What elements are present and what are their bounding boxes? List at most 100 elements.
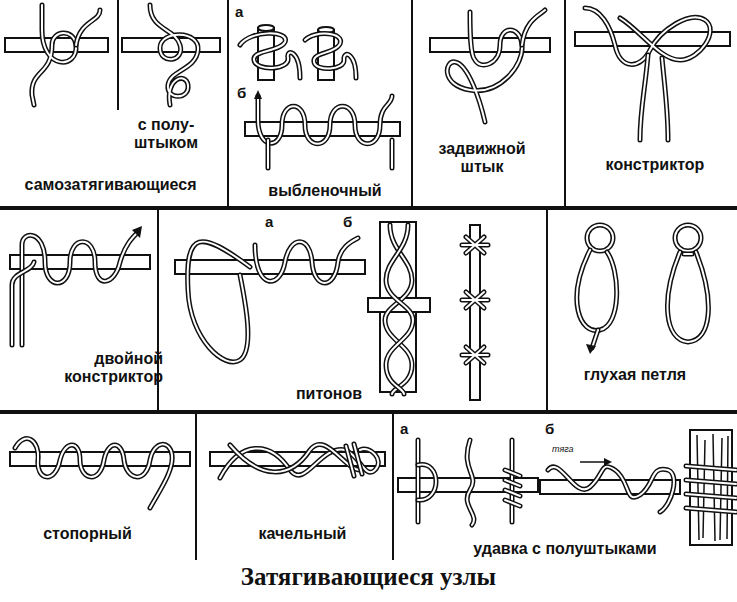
rope: [668, 252, 709, 342]
separator-line: [0, 0, 737, 560]
rod: [690, 430, 732, 545]
rope: [577, 250, 617, 330]
log-texture: [697, 434, 728, 541]
rope: [346, 444, 362, 476]
rope: [22, 232, 138, 345]
rope: [390, 140, 395, 168]
rope: [385, 225, 412, 394]
knot-name: удавка с полуштыками: [405, 540, 725, 558]
separator-line: [411, 0, 413, 206]
rope: [640, 55, 648, 140]
rope: [675, 225, 701, 251]
rope: [418, 465, 436, 500]
knot-name: стопорный: [25, 525, 150, 543]
rope: [15, 439, 172, 508]
rope: [32, 5, 76, 105]
rope: [266, 140, 271, 168]
rope: [240, 33, 300, 78]
rope: [522, 10, 545, 45]
rope: [505, 470, 520, 506]
rope: [255, 238, 358, 283]
knot-name: констриктор: [582, 156, 728, 174]
rope: [548, 467, 674, 512]
diagram-title: Затягивающиеся узлы: [0, 563, 737, 591]
rope: [548, 467, 674, 512]
rope: [258, 96, 392, 144]
rope: [76, 10, 100, 45]
knot-name: с полу- штыком: [130, 116, 202, 153]
arrow: [132, 90, 612, 466]
rope: [346, 444, 362, 476]
rope: [462, 292, 488, 308]
rope: [522, 10, 545, 45]
rope: [150, 5, 198, 105]
rope: [462, 347, 488, 363]
arrow: [254, 90, 262, 99]
rope: [418, 465, 436, 500]
rope: [188, 242, 250, 362]
rope: [15, 439, 172, 508]
rope: [684, 252, 692, 257]
knot-name: качельный: [235, 525, 370, 543]
arrow: [580, 461, 606, 463]
separator-line: [546, 210, 548, 410]
rope: [267, 140, 269, 168]
rope: [230, 444, 360, 472]
arrow: [586, 344, 596, 354]
log-texture: [697, 434, 728, 541]
rope: [255, 238, 358, 283]
rope: [385, 225, 412, 394]
knot-name: задвижной штык: [420, 140, 544, 177]
rope: [447, 12, 522, 122]
rope: [386, 225, 413, 394]
rope: [686, 466, 736, 512]
rope: [305, 34, 356, 78]
rope: [675, 225, 701, 251]
rope: [668, 252, 709, 342]
knot-name: выбленочный: [250, 182, 400, 200]
knot-name: двойной констриктор: [18, 350, 163, 387]
separator-line: [117, 0, 119, 110]
rope: [258, 96, 392, 144]
separator-line: [0, 206, 737, 210]
rope: [386, 225, 413, 394]
rod: [540, 480, 680, 494]
rope: [188, 242, 250, 362]
rope: [462, 347, 488, 363]
rope: [76, 10, 100, 45]
arrow: [604, 458, 612, 466]
knot-name: самозатягивающиеся: [3, 176, 218, 194]
part-letter: а: [235, 3, 251, 20]
rope: [662, 58, 668, 140]
rope: [12, 5, 736, 525]
rod: [122, 38, 220, 52]
rod: [5, 25, 732, 545]
rope: [240, 33, 300, 78]
rope: [467, 440, 474, 525]
rope: [662, 58, 668, 140]
part-letter: б: [237, 84, 253, 101]
rod: [258, 25, 274, 31]
rope: [684, 253, 692, 255]
separator-line: [392, 414, 394, 560]
knot-name: глухая петля: [565, 366, 705, 384]
rope: [587, 225, 613, 251]
part-letter: а: [400, 420, 416, 437]
rope: [22, 232, 138, 345]
part-letter: б: [545, 420, 561, 437]
knot-name: питонов: [280, 385, 378, 403]
rope: [12, 262, 34, 345]
rope: [416, 440, 421, 522]
rod: [430, 38, 550, 52]
separator-line: [195, 414, 197, 560]
rope: [150, 5, 198, 105]
rope: [462, 237, 488, 253]
rope: [467, 440, 474, 525]
rope: [462, 237, 488, 253]
separator-line: [227, 0, 229, 206]
part-letter: б: [343, 213, 359, 230]
rope: [32, 5, 76, 105]
rope: [592, 330, 598, 348]
